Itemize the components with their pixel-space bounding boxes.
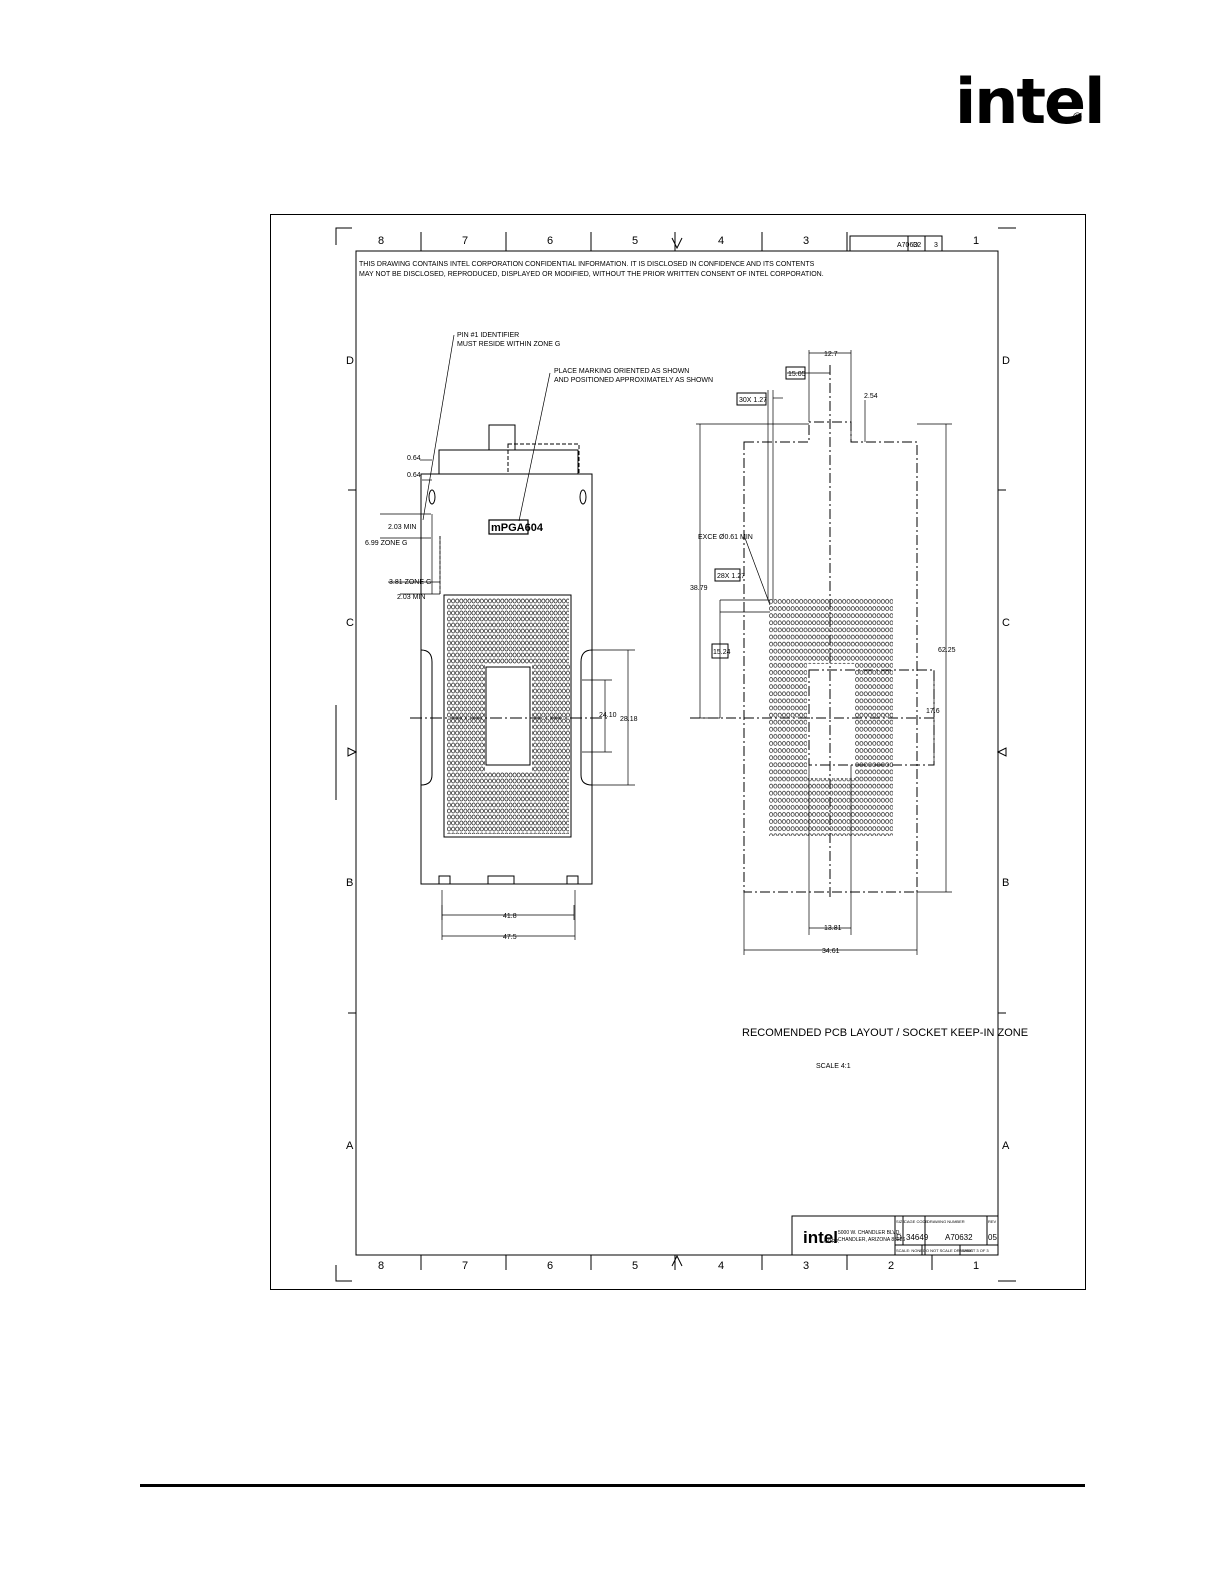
revision-block bbox=[849, 235, 943, 252]
dim-right: EXCE Ø0.61 MIN bbox=[698, 534, 753, 541]
socket-label: mPGA604 bbox=[491, 522, 544, 534]
zone-col-label: 1 bbox=[973, 235, 979, 247]
zone-row-label: B bbox=[346, 877, 353, 889]
zone-col-label: 4 bbox=[718, 235, 724, 247]
dim-left: 28.18 bbox=[620, 716, 638, 723]
dim-left: 0.64 bbox=[407, 455, 421, 462]
footer-rule bbox=[140, 1484, 1085, 1487]
dim-left: 0.64 bbox=[407, 472, 421, 479]
dim-right: 28X 1.27 bbox=[717, 573, 745, 580]
title-block-dwg: A70632 bbox=[945, 1233, 973, 1242]
zone-col-label: 7 bbox=[462, 235, 468, 247]
dim-right: 13.81 bbox=[824, 925, 842, 932]
title-block-cage: 34649 bbox=[906, 1233, 929, 1242]
title-block-dwg-label: DRAWING NUMBER bbox=[927, 1219, 965, 1224]
title-block-size: D bbox=[896, 1233, 902, 1242]
zone-row-label: B bbox=[1002, 877, 1009, 889]
zone-col-label: 2 bbox=[888, 1260, 894, 1272]
socket-view bbox=[410, 424, 610, 885]
dim-left: 3.81 ZONE G bbox=[389, 579, 431, 586]
note-pin1-line2: MUST RESIDE WITHIN ZONE G bbox=[457, 341, 560, 348]
zone-col-label: 7 bbox=[462, 1260, 468, 1272]
dim-right: 38.79 bbox=[690, 585, 708, 592]
dim-left: 47.5 bbox=[503, 934, 517, 941]
title-block-corp: CORP. bbox=[824, 1239, 839, 1245]
rev-block-dwg-no: A70632 bbox=[897, 242, 921, 249]
dim-right: 15.24 bbox=[713, 649, 731, 656]
drawing-frame bbox=[270, 214, 1086, 1290]
dim-right: 12.7 bbox=[824, 351, 838, 358]
zone-col-label: 1 bbox=[973, 1260, 979, 1272]
note-marking-line2: AND POSITIONED APPROXIMATELY AS SHOWN bbox=[554, 377, 713, 384]
confidential-notice-line2: MAY NOT BE DISCLOSED, REPRODUCED, DISPLA… bbox=[359, 271, 824, 278]
view-scale: SCALE 4:1 bbox=[816, 1063, 851, 1070]
logo-registered-mark: ® bbox=[1073, 110, 1082, 124]
note-pin1-line1: PIN #1 IDENTIFIER bbox=[457, 332, 519, 339]
rev-block-size: D bbox=[913, 242, 918, 249]
title-block-cage-label: CAGE CODE bbox=[904, 1219, 928, 1224]
confidential-notice-line1: THIS DRAWING CONTAINS INTEL CORPORATION … bbox=[359, 261, 815, 268]
zone-row-label: C bbox=[346, 617, 354, 629]
zone-row-label: A bbox=[1002, 1140, 1010, 1152]
title-block-rev-label: REV bbox=[988, 1219, 997, 1224]
dim-right: 2.54 bbox=[864, 393, 878, 400]
intel-logo: intel ® bbox=[955, 62, 1105, 142]
dim-right: 62.25 bbox=[938, 647, 956, 654]
dim-left: 2.03 MIN bbox=[388, 524, 416, 531]
dim-left: 24.10 bbox=[599, 712, 617, 719]
dim-right: 34.61 bbox=[822, 948, 840, 955]
rev-block-sheet: 3 bbox=[934, 242, 938, 249]
dim-right: 17.6 bbox=[926, 708, 940, 715]
frame-corner bbox=[335, 227, 352, 245]
title-block bbox=[791, 1215, 999, 1256]
dim-left: 2.03 MIN bbox=[397, 594, 425, 601]
title-block-scale: SCALE: NONE bbox=[896, 1248, 923, 1253]
zone-col-label: 3 bbox=[803, 1260, 809, 1272]
zone-row-label: D bbox=[1002, 355, 1010, 367]
zone-col-label: 3 bbox=[803, 235, 809, 247]
title-block-noscale: DO NOT SCALE DRAWING bbox=[923, 1248, 973, 1253]
title-block-logo: intel bbox=[803, 1228, 838, 1247]
zone-row-label: C bbox=[1002, 617, 1010, 629]
title-block-address1: 5000 W. CHANDLER BLVD. bbox=[838, 1230, 901, 1236]
socket-label-box bbox=[488, 519, 529, 535]
zone-col-label: 8 bbox=[378, 235, 384, 247]
title-block-rev: 05 bbox=[988, 1233, 997, 1242]
logo-text: intel bbox=[955, 65, 1105, 138]
title-block-size-label: SIZE bbox=[896, 1219, 905, 1224]
zone-col-label: 5 bbox=[632, 235, 638, 247]
zone-col-label: 4 bbox=[718, 1260, 724, 1272]
zone-row-label: A bbox=[346, 1140, 354, 1152]
dim-left: 6.99 ZONE G bbox=[365, 540, 407, 547]
title-block-sheet: SHEET 3 OF 3 bbox=[962, 1248, 989, 1253]
pin-grid-left bbox=[447, 598, 570, 834]
frame-corner bbox=[335, 1265, 352, 1282]
zone-col-label: 5 bbox=[632, 1260, 638, 1272]
pcb-keep-in-view bbox=[690, 350, 952, 955]
zone-row-label: D bbox=[346, 355, 354, 367]
zone-col-label: 6 bbox=[547, 1260, 553, 1272]
zone-col-label: 8 bbox=[378, 1260, 384, 1272]
view-title: RECOMENDED PCB LAYOUT / SOCKET KEEP-IN Z… bbox=[742, 1027, 1028, 1039]
dim-right: 30X 1.27 bbox=[739, 397, 767, 404]
title-block-address2: CHANDLER, ARIZONA 85226 bbox=[838, 1237, 905, 1243]
dim-right: 15.05 bbox=[788, 371, 806, 378]
note-marking-line1: PLACE MARKING ORIENTED AS SHOWN bbox=[554, 368, 689, 375]
dim-left: 41.8 bbox=[503, 913, 517, 920]
zone-col-label: 6 bbox=[547, 235, 553, 247]
